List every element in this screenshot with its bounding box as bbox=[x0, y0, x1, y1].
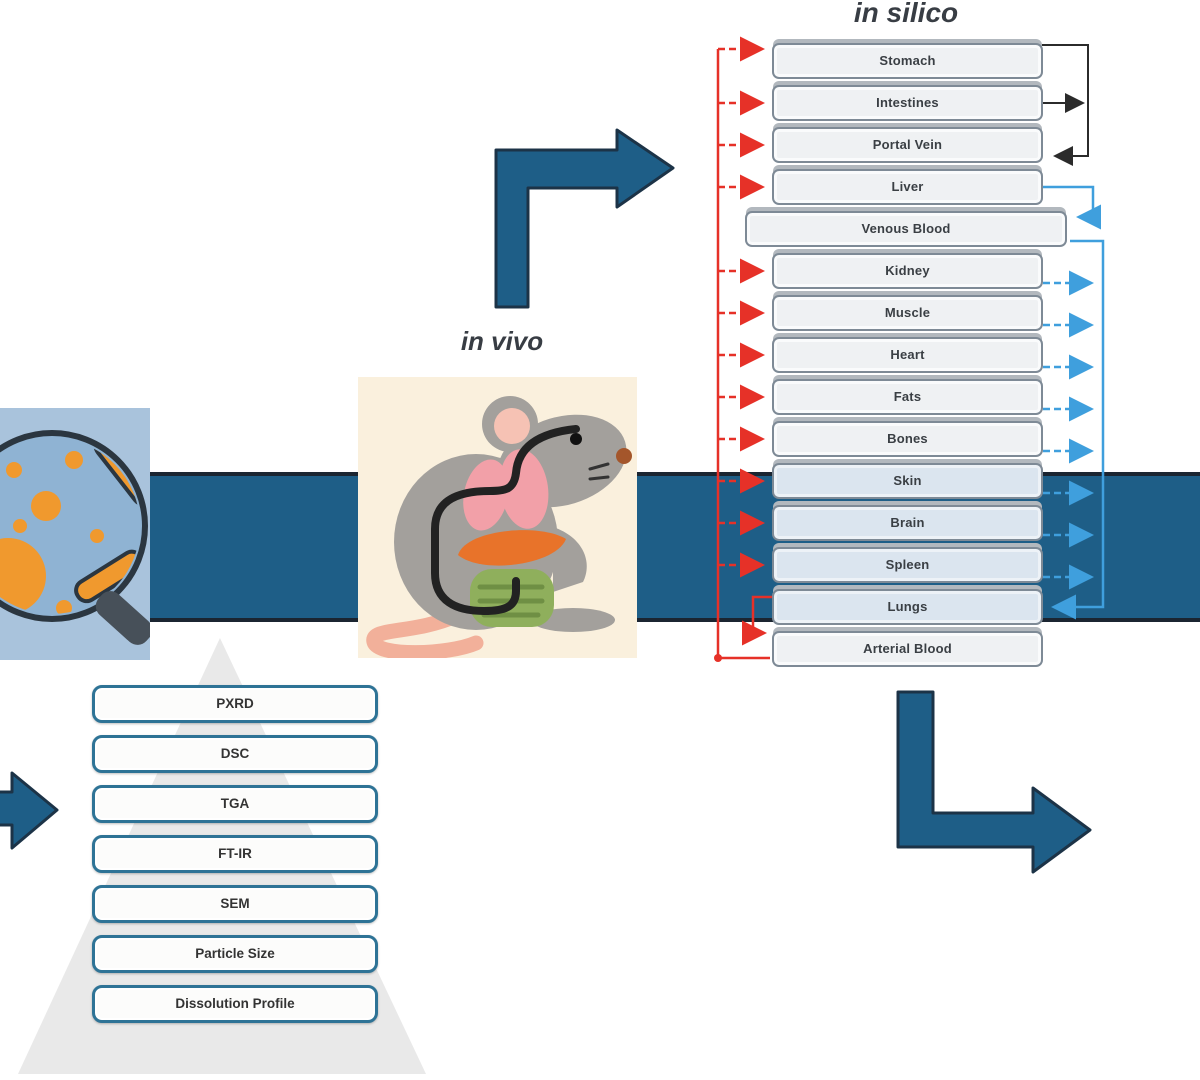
magnifier-petri-dish-icon bbox=[0, 408, 150, 660]
venous-return-lines bbox=[1043, 185, 1105, 620]
compartment-box-spleen: Spleen bbox=[772, 547, 1043, 583]
compartment-box-brain: Brain bbox=[772, 505, 1043, 541]
mouse-anatomy-icon bbox=[358, 377, 637, 658]
compartment-box-muscle: Muscle bbox=[772, 295, 1043, 331]
compartment-box-intestines: Intestines bbox=[772, 85, 1043, 121]
method-box-tga: TGA bbox=[92, 785, 378, 823]
arrow-right-icon bbox=[0, 771, 59, 850]
compartment-box-skin: Skin bbox=[772, 463, 1043, 499]
method-box-pxrd: PXRD bbox=[92, 685, 378, 723]
compartment-box-liver: Liver bbox=[772, 169, 1043, 205]
compartment-box-arterial-blood: Arterial Blood bbox=[772, 631, 1043, 667]
gi-transit-lines bbox=[1040, 44, 1089, 166]
compartment-box-heart: Heart bbox=[772, 337, 1043, 373]
compartment-box-kidney: Kidney bbox=[772, 253, 1043, 289]
method-box-ft-ir: FT-IR bbox=[92, 835, 378, 873]
method-box-dsc: DSC bbox=[92, 735, 378, 773]
in-silico-title: in silico bbox=[853, 0, 959, 28]
method-box-particle-size: Particle Size bbox=[92, 935, 378, 973]
method-box-dissolution-profile: Dissolution Profile bbox=[92, 985, 378, 1023]
compartment-box-fats: Fats bbox=[772, 379, 1043, 415]
in-vivo-title: in vivo bbox=[460, 326, 544, 356]
compartment-box-lungs: Lungs bbox=[772, 589, 1043, 625]
method-box-sem: SEM bbox=[92, 885, 378, 923]
compartment-box-stomach: Stomach bbox=[772, 43, 1043, 79]
compartment-box-venous-blood: Venous Blood bbox=[745, 211, 1067, 247]
arterial-supply-lines bbox=[714, 36, 772, 662]
compartment-box-portal-vein: Portal Vein bbox=[772, 127, 1043, 163]
elbow-arrow-down-right-icon bbox=[896, 690, 1092, 874]
compartment-box-bones: Bones bbox=[772, 421, 1043, 457]
